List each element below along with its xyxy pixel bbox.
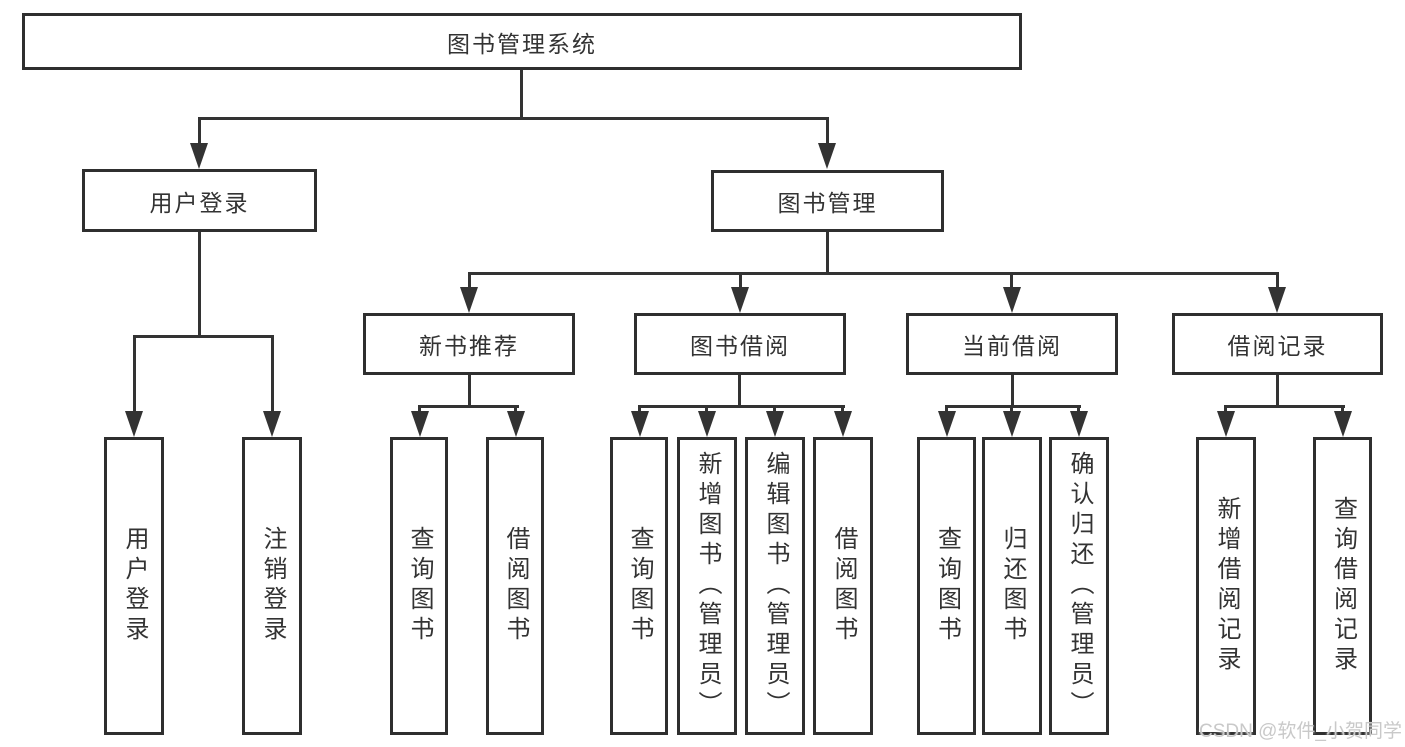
connector-line (198, 117, 829, 120)
csdn-watermark: CSDN @软件_小贺同学 (1199, 721, 1402, 742)
leaf-label: 查询图书 (626, 526, 653, 646)
connector-line (133, 335, 274, 338)
leaf-label: 确认归还（管理员） (1066, 451, 1093, 721)
connector-line (1011, 374, 1014, 408)
arrowhead-icon (766, 411, 784, 437)
connector-line (945, 405, 948, 414)
connector-line (418, 405, 519, 408)
connector-line (826, 119, 829, 147)
node-book-borrowing: 图书借阅 (634, 313, 846, 375)
connector-line (133, 337, 136, 413)
arrowhead-icon (1003, 411, 1021, 437)
arrowhead-icon (1334, 411, 1352, 437)
connector-line (1010, 405, 1013, 414)
arrowhead-icon (834, 411, 852, 437)
leaf-label: 借阅图书 (830, 526, 857, 646)
leaf-label: 借阅图书 (502, 526, 529, 646)
connector-line (1276, 274, 1279, 289)
connector-line (826, 232, 829, 275)
connector-line (1276, 374, 1279, 408)
leaf-recommend-borrow-books: 借阅图书 (486, 437, 544, 735)
leaf-recommend-query-books: 查询图书 (390, 437, 448, 735)
arrowhead-icon (411, 411, 429, 437)
arrowhead-icon (263, 411, 281, 437)
node-user-login: 用户登录 (82, 169, 317, 232)
arrowhead-icon (731, 287, 749, 313)
connector-line (418, 405, 421, 414)
leaf-label: 归还图书 (999, 526, 1026, 646)
node-book-management: 图书管理 (711, 170, 944, 232)
connector-line (1341, 405, 1344, 414)
leaf-confirm-return-admin: 确认归还（管理员） (1049, 437, 1109, 735)
leaf-label: 查询图书 (406, 526, 433, 646)
leaf-return-books: 归还图书 (982, 437, 1042, 735)
connector-line (1224, 405, 1227, 414)
connector-line (1010, 274, 1013, 289)
connector-line (1077, 405, 1080, 414)
arrowhead-icon (938, 411, 956, 437)
leaf-edit-books-admin: 编辑图书（管理员） (745, 437, 805, 735)
connector-line (520, 69, 523, 119)
connector-line (945, 405, 1081, 408)
node-new-book-recommendation: 新书推荐 (363, 313, 575, 375)
leaf-current-query-books: 查询图书 (917, 437, 976, 735)
arrowhead-icon (190, 143, 208, 169)
arrowhead-icon (631, 411, 649, 437)
connector-line (773, 405, 776, 414)
connector-line (468, 274, 471, 289)
connector-line (638, 405, 641, 414)
connector-line (705, 405, 708, 414)
connector-line (468, 272, 1279, 275)
node-library-management-system: 图书管理系统 (22, 13, 1022, 70)
connector-line (514, 405, 517, 414)
arrowhead-icon (1003, 287, 1021, 313)
leaf-logout: 注销登录 (242, 437, 302, 735)
leaf-borrow-books: 借阅图书 (813, 437, 873, 735)
connector-line (638, 405, 845, 408)
leaf-add-borrow-record: 新增借阅记录 (1196, 437, 1256, 735)
connector-line (468, 374, 471, 408)
arrowhead-icon (1070, 411, 1088, 437)
leaf-label: 新增图书（管理员） (694, 451, 721, 721)
arrowhead-icon (460, 287, 478, 313)
leaf-label: 用户登录 (121, 526, 148, 646)
connector-line (198, 232, 201, 338)
connector-line (271, 337, 274, 413)
leaf-label: 注销登录 (259, 526, 286, 646)
leaf-label: 查询图书 (933, 526, 961, 646)
connector-line (198, 119, 201, 147)
leaf-borrow-query-books: 查询图书 (610, 437, 668, 735)
arrowhead-icon (1268, 287, 1286, 313)
node-current-borrowing: 当前借阅 (906, 313, 1118, 375)
leaf-add-books-admin: 新增图书（管理员） (677, 437, 737, 735)
arrowhead-icon (818, 143, 836, 169)
arrowhead-icon (698, 411, 716, 437)
leaf-label: 查询借阅记录 (1329, 496, 1357, 676)
node-borrowing-records: 借阅记录 (1172, 313, 1383, 375)
arrowhead-icon (125, 411, 143, 437)
arrowhead-icon (507, 411, 525, 437)
connector-line (841, 405, 844, 414)
connector-line (738, 374, 741, 408)
arrowhead-icon (1217, 411, 1235, 437)
leaf-user-login: 用户登录 (104, 437, 164, 735)
connector-line (1224, 405, 1345, 408)
leaf-query-borrow-record: 查询借阅记录 (1313, 437, 1372, 735)
connector-line (739, 274, 742, 289)
leaf-label: 编辑图书（管理员） (762, 451, 789, 721)
leaf-label: 新增借阅记录 (1213, 496, 1240, 676)
